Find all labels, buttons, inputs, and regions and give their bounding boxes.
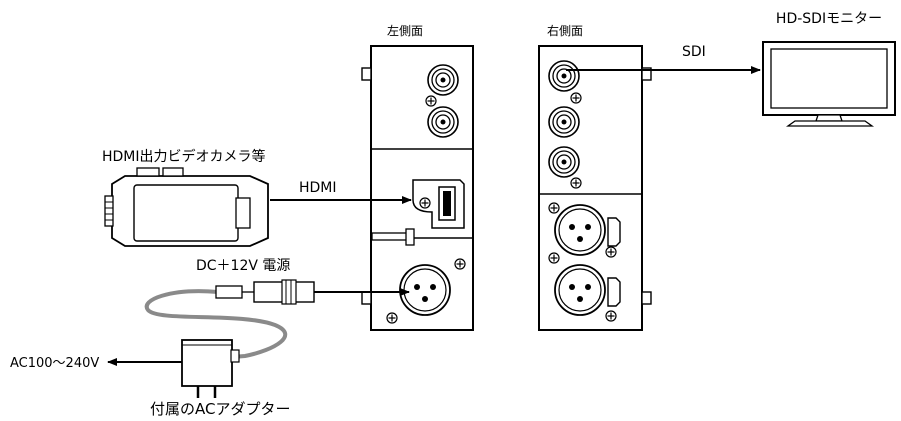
dc-plug-icon — [215, 279, 315, 305]
dc-power-label: DC＋12V 電源 — [196, 258, 290, 274]
screw-icon — [605, 246, 617, 258]
xlr-connector-icon — [554, 264, 606, 316]
screw-icon — [548, 202, 560, 214]
monitor-label: HD-SDIモニター — [776, 11, 882, 27]
screw-icon — [570, 92, 582, 104]
screw-icon — [454, 258, 466, 270]
bnc-connector-icon — [427, 64, 459, 96]
screw-icon — [419, 197, 431, 209]
sdi-label: SDI — [682, 44, 706, 60]
screw-icon — [570, 177, 582, 189]
bnc-connector-icon — [548, 146, 580, 178]
cable-clamp-icon — [371, 228, 415, 246]
left-side-panel — [361, 45, 474, 331]
monitor-icon — [762, 41, 896, 127]
ac-input-label: AC100～240V — [10, 356, 99, 371]
right-side-label: 右側面 — [547, 23, 583, 38]
hdmi-label: HDMI — [299, 180, 337, 196]
xlr-connector-icon — [554, 204, 606, 256]
bnc-connector-icon — [548, 60, 580, 92]
hdmi-port-icon — [412, 179, 465, 229]
camcorder-icon — [104, 167, 269, 247]
power-cable — [144, 289, 288, 359]
xlr-connector-icon — [399, 264, 451, 316]
ac-adapter-icon — [181, 339, 240, 398]
right-side-panel — [538, 45, 652, 331]
bnc-connector-icon — [548, 106, 580, 138]
screw-icon — [425, 95, 437, 107]
bnc-connector-icon — [427, 106, 459, 138]
hdmi-source-label: HDMI出力ビデオカメラ等 — [102, 148, 266, 165]
screw-icon — [605, 310, 617, 322]
left-side-label: 左側面 — [387, 23, 423, 38]
adapter-label: 付属のACアダプター — [150, 400, 290, 417]
screw-icon — [386, 312, 398, 324]
screw-icon — [548, 252, 560, 264]
